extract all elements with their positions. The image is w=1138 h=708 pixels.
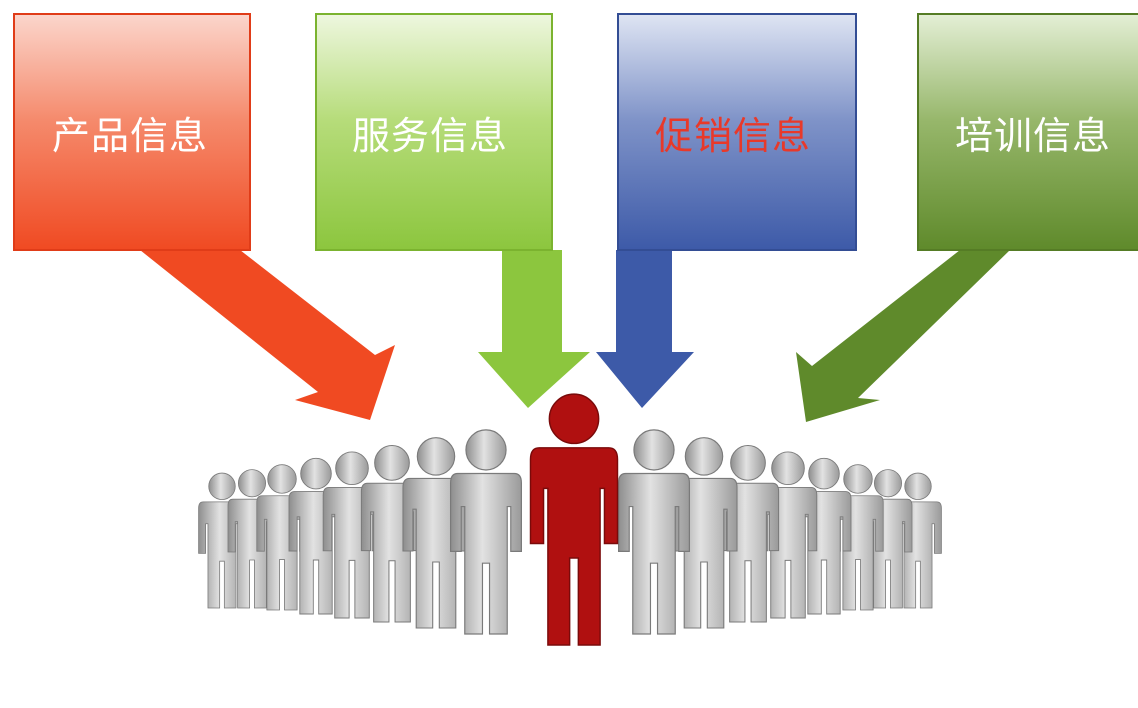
crowd-figure bbox=[618, 429, 690, 635]
product-info-label: 产品信息 bbox=[52, 114, 209, 158]
service-info-box bbox=[315, 13, 590, 408]
training-info-label: 培训信息 bbox=[955, 114, 1112, 158]
promo-info-box bbox=[596, 13, 857, 408]
highlighted-person bbox=[529, 393, 619, 646]
service-info-label: 服务信息 bbox=[352, 114, 509, 158]
product-info-box bbox=[13, 13, 395, 420]
promo-info-label: 促销信息 bbox=[655, 114, 812, 158]
crowd-figure bbox=[450, 429, 522, 635]
training-info-box bbox=[796, 13, 1138, 422]
